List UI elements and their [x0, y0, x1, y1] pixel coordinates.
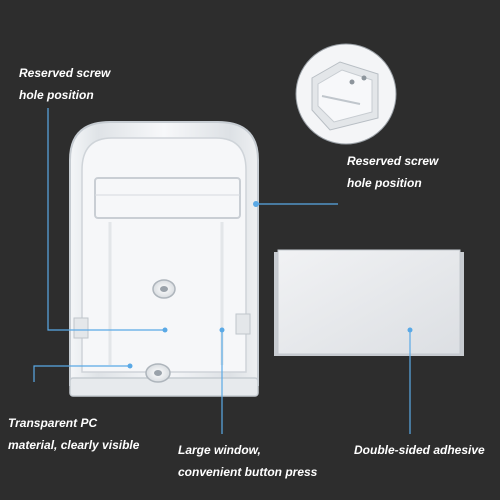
adhesive-pad: [274, 249, 464, 356]
clear-case: [69, 121, 259, 397]
label-adhesive: Double-sided adhesive: [354, 443, 485, 457]
label-material: Transparent PC material, clearly visible: [8, 416, 140, 452]
label-window: Large window, convenient button press: [178, 443, 318, 479]
callout-lines: [33, 108, 413, 434]
label-screw-left: Reserved screw hole position: [19, 66, 111, 102]
detail-inset: [295, 43, 397, 145]
label-screw-right: Reserved screw hole position: [347, 154, 439, 190]
